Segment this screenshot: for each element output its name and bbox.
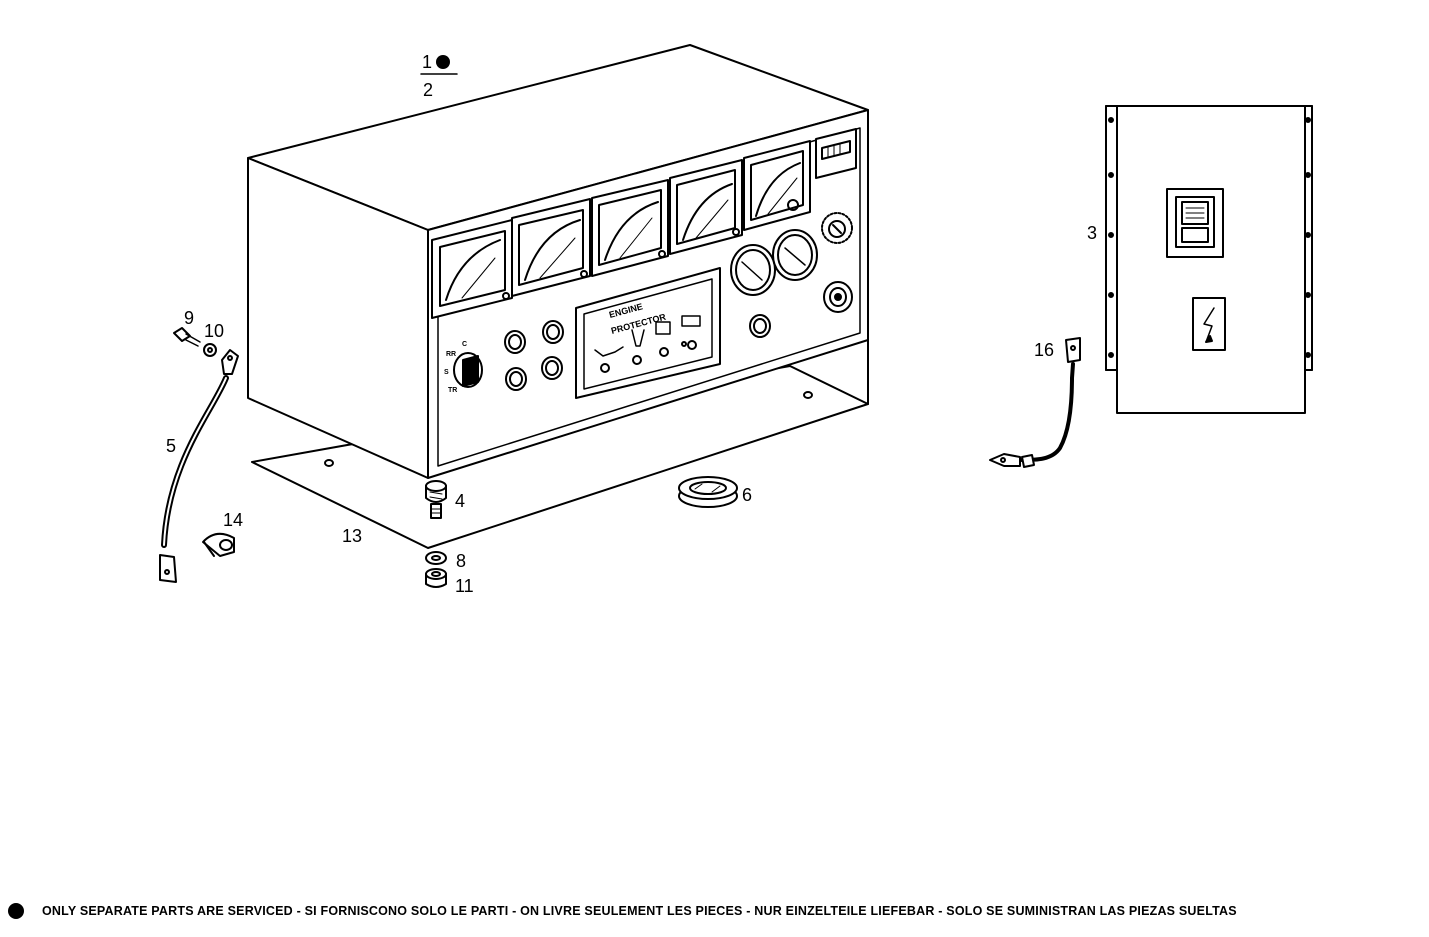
footer-note: ONLY SEPARATE PARTS ARE SERVICED - SI FO… <box>8 899 1418 923</box>
callout-11-label: 11 <box>455 576 474 596</box>
voltmeter-selector-switch <box>821 212 853 244</box>
serviced-separately-marker <box>436 55 450 69</box>
relay-box-switch <box>1166 188 1224 258</box>
oil-pressure-gauge <box>730 244 776 296</box>
callout-9-label: 9 <box>184 308 194 328</box>
selector-label-c: C <box>462 341 467 348</box>
callout-2-label: 2 <box>423 80 433 100</box>
battery-cable <box>989 337 1081 468</box>
anti-vibration-mount <box>425 480 447 519</box>
callout-4-label: 4 <box>455 491 465 511</box>
selector-label-s: S <box>444 369 449 376</box>
callout-16-label: 16 <box>1034 340 1054 360</box>
selector-label-tr: TR <box>448 387 457 394</box>
ground-cable <box>159 349 239 583</box>
cable-clamp <box>202 532 235 557</box>
footer-note-text: ONLY SEPARATE PARTS ARE SERVICED - SI FO… <box>42 904 1237 918</box>
hour-counter <box>815 128 857 179</box>
callout-13-label: 13 <box>342 526 362 546</box>
ground-washer <box>203 343 217 357</box>
relay-box <box>1105 105 1313 414</box>
callout-10-label: 10 <box>204 321 224 341</box>
washer <box>425 551 447 565</box>
frequency-meter <box>743 140 811 231</box>
voltmeter <box>669 159 743 255</box>
selector-label-rr: RR <box>446 351 456 358</box>
callout-5-label: 5 <box>166 436 176 456</box>
callout-8-label: 8 <box>456 551 466 571</box>
ammeter-2 <box>511 198 591 297</box>
start-push-button <box>823 281 853 313</box>
ammeter-3 <box>591 179 669 277</box>
callout-14-label: 14 <box>223 510 243 530</box>
rubber-grommet <box>678 476 738 508</box>
indicator-lamps <box>504 314 771 391</box>
callout-3-label: 3 <box>1087 223 1097 243</box>
ground-screw <box>173 327 201 347</box>
nut <box>425 568 447 588</box>
callout-1: 1 <box>422 52 450 72</box>
ammeter-1 <box>431 219 513 319</box>
water-temperature-gauge <box>772 229 818 281</box>
callout-6-label: 6 <box>742 485 752 505</box>
serviced-separately-bullet-icon <box>8 903 24 919</box>
engine-protector-panel: ENGINE PROTECTOR <box>575 267 721 399</box>
high-voltage-warning-icon <box>1192 297 1226 351</box>
callout-1-label: 1 <box>422 52 432 72</box>
key-selector-switch: C RR S TR <box>444 341 483 394</box>
